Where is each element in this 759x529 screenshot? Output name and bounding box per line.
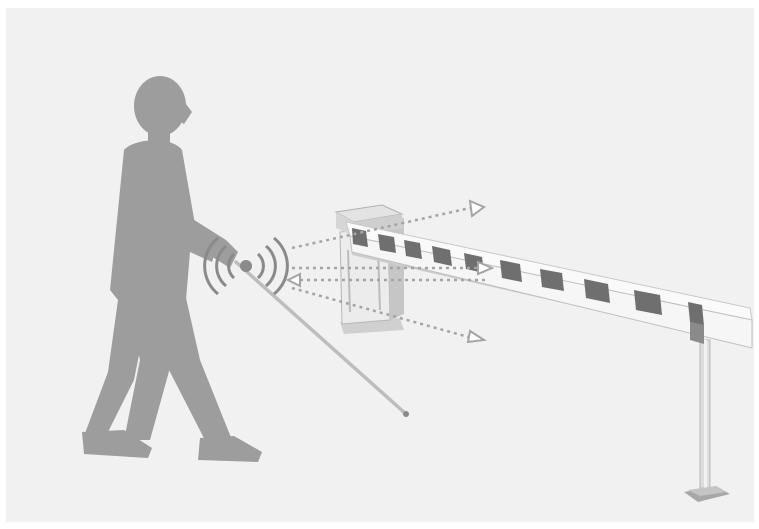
cane-tip — [403, 411, 409, 417]
signal-source — [240, 260, 252, 272]
post-highlight — [704, 340, 707, 488]
